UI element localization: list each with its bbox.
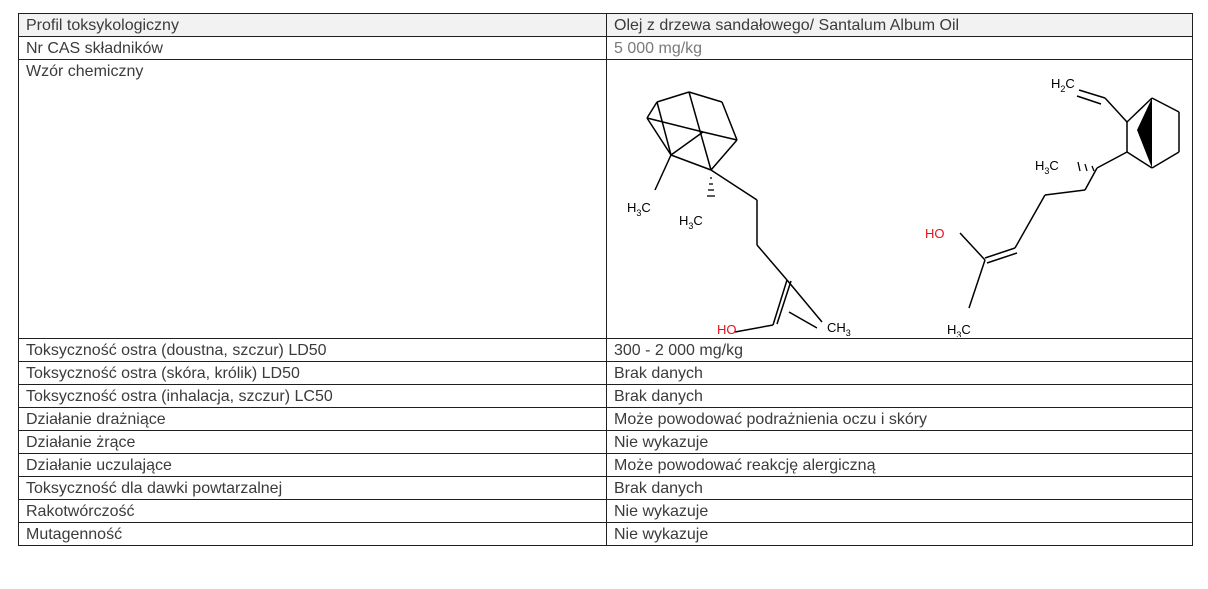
row-label: Wzór chemiczny [18,59,607,339]
row-value: Brak danych [606,384,1193,408]
beta-hydroxyl-label: HO [925,226,945,241]
beta-h3c-label-2: H3C [947,322,971,337]
row-label: Działanie uczulające [18,453,607,477]
toxicology-table: Profil toksykologiczny Olej z drzewa san… [18,13,1193,546]
alpha-hydroxyl-label: HO [717,322,737,337]
header-substance-cell: Olej z drzewa sandałowego/ Santalum Albu… [606,13,1193,37]
row-value: 5 000 mg/kg [606,36,1193,60]
alpha-h3c-label-2: H3C [679,213,703,231]
row-value: Nie wykazuje [606,499,1193,523]
row-label: Toksyczność ostra (skóra, królik) LD50 [18,361,607,385]
row-label: Toksyczność ostra (inhalacja, szczur) LC… [18,384,607,408]
formula-row: Wzór chemiczny [18,59,1193,339]
row-value: Może powodować reakcję alergiczną [606,453,1193,477]
table-header-row: Profil toksykologiczny Olej z drzewa san… [18,13,1193,37]
beta-h3c-label-1: H3C [1035,158,1059,176]
beta-h2c-label: H2C [1051,76,1075,94]
row-value: 300 - 2 000 mg/kg [606,338,1193,362]
row-label: Działanie drażniące [18,407,607,431]
row-label: Toksyczność dla dawki powtarzalnej [18,476,607,500]
table-row: Toksyczność ostra (doustna, szczur) LD50… [18,338,1193,362]
row-value: Nie wykazuje [606,430,1193,454]
row-label: Działanie żrące [18,430,607,454]
row-label: Nr CAS składników [18,36,607,60]
chemical-structures-cell: H3C H3C HO CH3 [606,59,1193,339]
row-label: Toksyczność ostra (doustna, szczur) LD50 [18,338,607,362]
row-value: Brak danych [606,361,1193,385]
alpha-h3c-label-1: H3C [627,200,651,218]
row-value: Brak danych [606,476,1193,500]
alpha-methyl-label: CH3 [827,320,851,337]
row-label: Rakotwórczość [18,499,607,523]
table-row: Nr CAS składników 5 000 mg/kg [18,36,1193,60]
table-row: Toksyczność ostra (inhalacja, szczur) LC… [18,384,1193,408]
row-value: Może powodować podrażnienia oczu i skóry [606,407,1193,431]
row-value: Nie wykazuje [606,522,1193,546]
header-profile-cell: Profil toksykologiczny [18,13,607,37]
chemical-structures-image: H3C H3C HO CH3 [627,76,1180,337]
row-label: Mutagenność [18,522,607,546]
